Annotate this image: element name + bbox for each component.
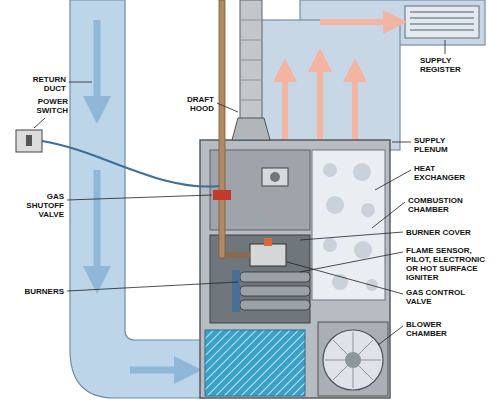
supply-register: [410, 23, 474, 25]
air-filter: [205, 330, 305, 396]
gas-pipe: [219, 0, 225, 258]
heat-exchanger: [361, 203, 375, 217]
draft-hood-vent: [232, 118, 270, 140]
furnace-cabinet: [270, 172, 280, 182]
warm-air-arrows: [352, 70, 358, 140]
burner-compartment: [240, 272, 310, 282]
part-label: SUPPLY REGISTER: [420, 56, 482, 74]
blower: [323, 330, 383, 390]
leader-lines: [34, 118, 45, 128]
leader-lines: [217, 103, 238, 112]
part-label: BURNERS: [14, 287, 64, 296]
heat-exchanger: [353, 163, 371, 181]
blower: [333, 340, 373, 380]
leader-lines: [67, 282, 238, 291]
warm-air-arrows: [282, 70, 288, 140]
return-duct: [94, 170, 101, 280]
blower: [318, 322, 388, 396]
furnace-cabinet: [200, 140, 390, 398]
leader-lines: [372, 202, 405, 228]
draft-hood-vent: [240, 0, 262, 125]
leader-lines: [67, 195, 212, 200]
heat-exchanger: [366, 279, 378, 291]
draft-hood-vent: [240, 80, 262, 81]
burner-compartment: [240, 286, 310, 296]
part-label: COMBUSTION CHAMBER: [408, 196, 482, 214]
heat-exchanger: [354, 241, 372, 259]
gas-control-valve: [225, 238, 286, 266]
warm-air-arrows: [320, 19, 395, 25]
furnace-cabinet: [262, 168, 288, 186]
leader-lines: [378, 326, 403, 345]
burner-compartment: [232, 270, 240, 312]
supply-duct: [250, 20, 400, 150]
draft-hood-vent: [232, 0, 270, 140]
supply-duct: [250, 0, 485, 150]
part-label: BURNER COVER: [406, 228, 486, 237]
supply-register: [410, 17, 474, 19]
heat-exchanger: [323, 163, 337, 177]
draft-hood-vent: [240, 100, 262, 101]
warm-air-arrows: [317, 60, 323, 140]
leader-lines: [34, 40, 445, 345]
supply-register: [405, 6, 479, 38]
heat-exchanger: [312, 150, 385, 300]
part-label: HEAT EXCHANGER: [414, 164, 480, 182]
gas-pipe: [213, 190, 231, 200]
leader-lines: [375, 170, 411, 190]
supply-register: [410, 29, 474, 31]
draft-hood-vent: [240, 40, 262, 41]
part-label: GAS SHUTOFF VALVE: [14, 192, 64, 219]
part-label: RETURN DUCT: [22, 75, 66, 93]
draft-hood-vent: [240, 20, 262, 21]
part-label: SUPPLY PLENUM: [414, 136, 476, 154]
heat-exchanger: [323, 238, 337, 252]
power-switch: [26, 135, 32, 146]
gas-control-valve: [264, 238, 272, 246]
supply-register: [405, 6, 479, 38]
leader-lines: [300, 232, 403, 240]
power-switch: [16, 130, 42, 152]
leader-lines: [287, 262, 403, 294]
warm-air-arrows: [285, 22, 395, 140]
blower: [318, 322, 388, 396]
supply-register: [410, 11, 474, 13]
return-duct: [130, 367, 188, 374]
draft-hood-vent: [240, 60, 262, 61]
gas-control-valve: [225, 253, 250, 258]
leader-lines: [445, 40, 446, 54]
part-label: DRAFT HOOD: [174, 95, 214, 113]
part-label: BLOWER CHAMBER: [406, 320, 470, 338]
power-switch: [42, 141, 219, 187]
return-duct: [94, 20, 101, 110]
power-switch: [16, 130, 219, 187]
leader-lines: [300, 252, 403, 272]
part-label: GAS CONTROL VALVE: [406, 288, 480, 306]
part-label: POWER SWITCH: [22, 97, 68, 115]
burner-compartment: [240, 300, 310, 310]
part-label: FLAME SENSOR, PILOT, ELECTRONIC OR HOT S…: [406, 246, 490, 282]
heat-exchanger: [312, 150, 385, 300]
blower: [333, 340, 373, 380]
furnace-cabinet: [200, 140, 390, 398]
leader-lines: [69, 82, 92, 83]
heat-exchanger: [326, 196, 344, 214]
gas-control-valve: [250, 244, 286, 266]
air-filter: [205, 330, 305, 396]
gas-pipe: [213, 0, 231, 258]
leader-lines: [392, 142, 411, 143]
